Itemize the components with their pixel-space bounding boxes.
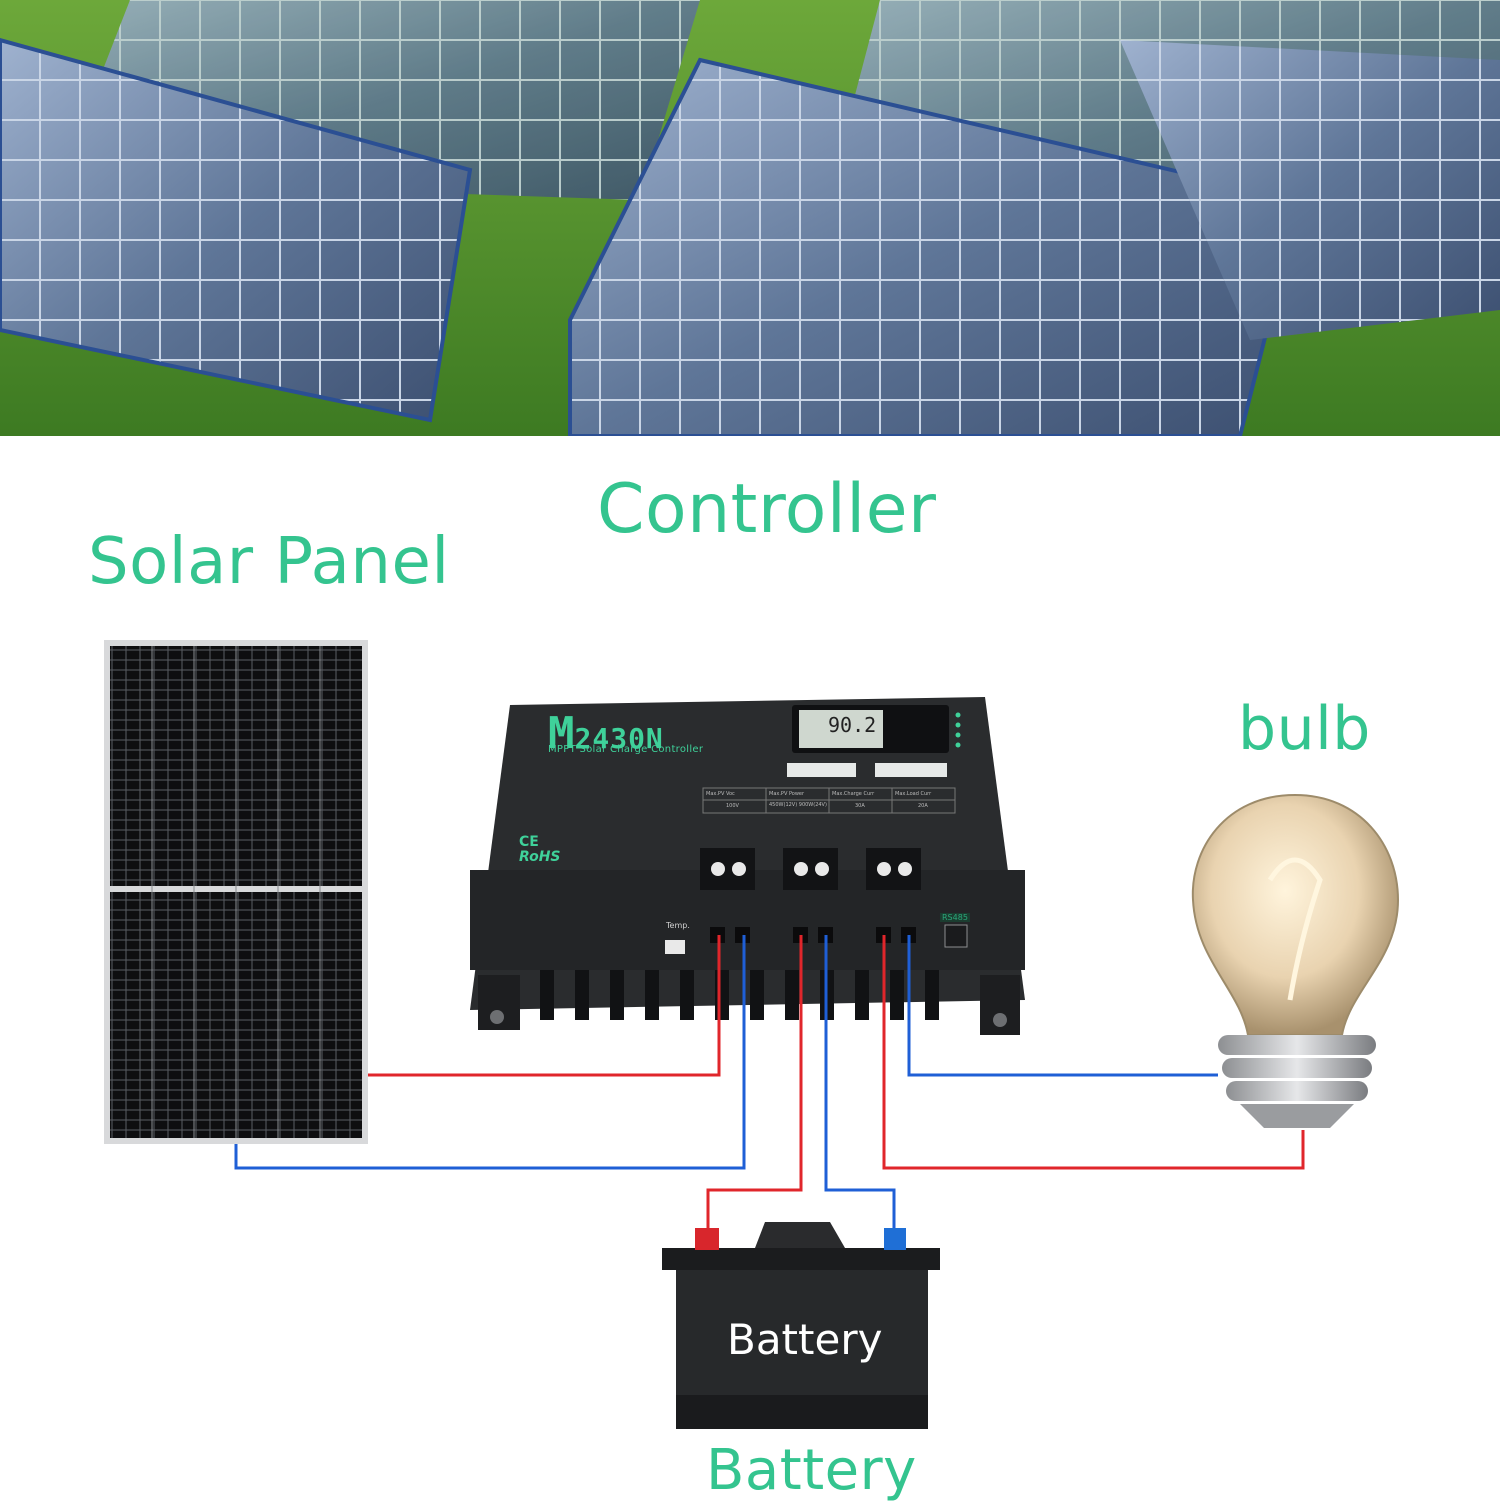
lcd-reading: 90.2 — [828, 713, 877, 737]
model-prefix: M — [548, 708, 575, 759]
solar-field-illustration — [0, 0, 1500, 436]
battery-positive-terminal — [695, 1228, 719, 1250]
rs485-port-label: RS485 — [940, 913, 970, 922]
controller-buttons-left — [787, 763, 856, 777]
charge-controller — [470, 697, 1025, 1035]
temp-port-label: Temp. — [666, 921, 690, 930]
spec-header-charge: Max.Charge Curr — [832, 791, 875, 797]
solar-field-photo — [0, 0, 1500, 436]
bulb-label: bulb — [1238, 694, 1371, 764]
spec-header-power: Max.PV Power — [769, 791, 805, 797]
load-positive-wire — [882, 935, 1305, 1170]
light-bulb — [1191, 793, 1400, 1128]
spec-value-charge: 30A — [855, 803, 865, 809]
spec-value-voc: 100V — [726, 803, 739, 809]
controller-buttons-right — [875, 763, 947, 777]
battery-illustration — [662, 1222, 940, 1429]
solar-panel-label: Solar Panel — [88, 525, 450, 599]
battery-negative-terminal — [884, 1228, 906, 1250]
load-negative-wire — [907, 935, 1218, 1077]
spec-value-power: 450W(12V) 900W(24V) — [769, 802, 827, 808]
spec-value-load: 20A — [918, 803, 928, 809]
panel-positive-wire — [368, 935, 721, 1077]
rohs-mark: RoHS — [519, 849, 561, 865]
battery-positive-wire — [706, 935, 803, 1232]
spec-header-voc: Max.PV Voc — [706, 791, 735, 797]
ce-mark: CE — [519, 834, 539, 850]
controller-label: Controller — [597, 470, 937, 549]
battery-body-label: Battery — [727, 1315, 883, 1364]
model-number: 2430N — [574, 722, 664, 755]
spec-header-load: Max.Load Curr — [895, 791, 932, 797]
battery-negative-wire — [824, 935, 896, 1232]
controller-model: M2430N — [548, 708, 664, 759]
panel-negative-wire — [234, 935, 746, 1170]
battery-label: Battery — [706, 1438, 917, 1503]
wiring — [234, 935, 1305, 1232]
controller-subtitle: MPPT Solar Charge Controller — [548, 744, 704, 755]
solar-panel-module — [104, 640, 368, 1144]
